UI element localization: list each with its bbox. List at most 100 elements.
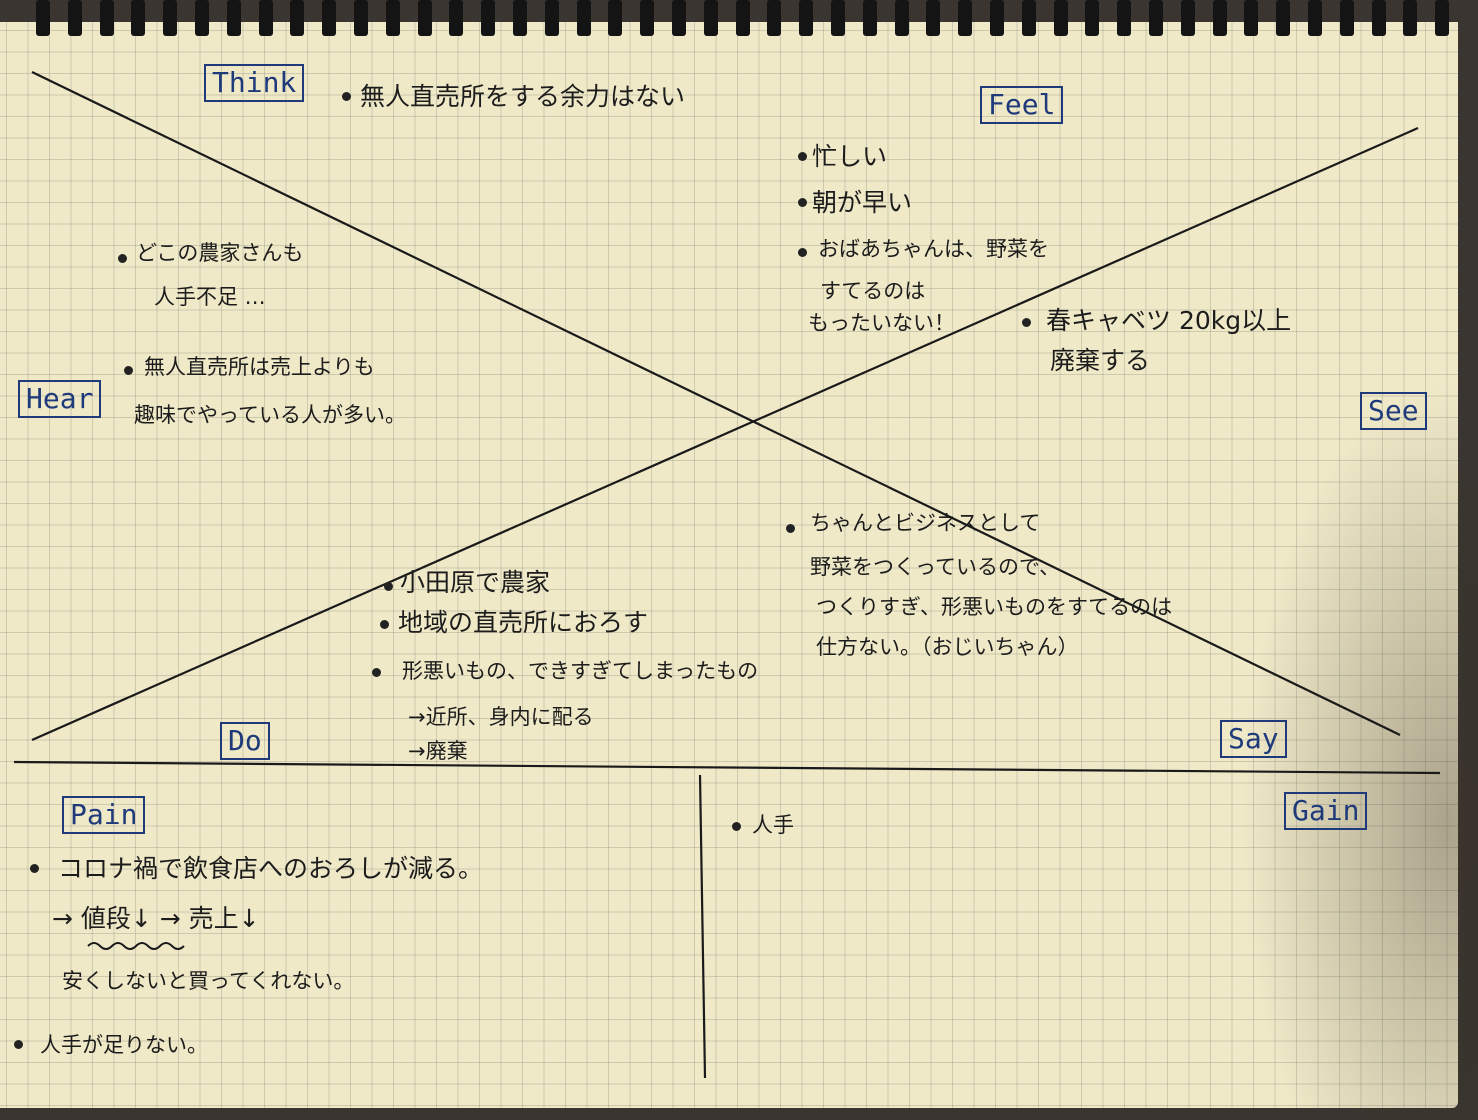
binding-ring bbox=[131, 0, 145, 36]
binding-ring bbox=[1085, 0, 1099, 36]
binding-ring bbox=[799, 0, 813, 36]
binding-ring bbox=[1308, 0, 1322, 36]
binding-ring bbox=[1054, 0, 1068, 36]
binding-ring bbox=[163, 0, 177, 36]
binding-ring bbox=[577, 0, 591, 36]
pain-note-1: コロナ禍で飲食店へのおろしが減る。 bbox=[58, 854, 484, 883]
do-note-1: 小田原で農家 bbox=[400, 568, 551, 597]
label-pain: Pain bbox=[62, 796, 146, 834]
binding-ring bbox=[736, 0, 750, 36]
binding-ring bbox=[895, 0, 909, 36]
binding-ring bbox=[481, 0, 495, 36]
binding-ring bbox=[640, 0, 654, 36]
shadow bbox=[1240, 380, 1478, 1120]
binding-ring bbox=[767, 0, 781, 36]
bullet bbox=[380, 620, 389, 629]
bullet bbox=[1022, 318, 1031, 327]
binding-ring bbox=[990, 0, 1004, 36]
binding-ring bbox=[863, 0, 877, 36]
see-note-1-line-1: 春キャベツ 20kg以上 bbox=[1046, 306, 1292, 335]
say-note-line-2: 野菜をつくっているので、 bbox=[810, 555, 1061, 579]
feel-note-3-line-1: おばあちゃんは、野菜を bbox=[818, 237, 1049, 261]
label-say: Say bbox=[1220, 720, 1287, 758]
binding-ring bbox=[608, 0, 622, 36]
bullet bbox=[14, 1040, 23, 1049]
hear-note-2-line-1: 無人直売所は売上よりも bbox=[144, 355, 375, 379]
hear-note-2-line-2: 趣味でやっている人が多い。 bbox=[134, 403, 406, 427]
binding-ring bbox=[513, 0, 527, 36]
do-note-3-sub-2: →廃棄 bbox=[408, 739, 468, 763]
pain-note-2: 人手が足りない。 bbox=[40, 1033, 208, 1057]
do-note-3: 形悪いもの、できすぎてしまったもの bbox=[402, 659, 759, 683]
binding-ring bbox=[322, 0, 336, 36]
binding-ring bbox=[704, 0, 718, 36]
bullet bbox=[798, 152, 807, 161]
binding-ring bbox=[449, 0, 463, 36]
bullet bbox=[372, 668, 381, 677]
bullet bbox=[798, 248, 807, 257]
feel-note-3-line-3: もったいない！ bbox=[808, 311, 955, 335]
binding-ring bbox=[290, 0, 304, 36]
binding-ring bbox=[545, 0, 559, 36]
label-see: See bbox=[1360, 392, 1427, 430]
label-hear: Hear bbox=[18, 380, 102, 418]
spiral-binding bbox=[0, 0, 1478, 40]
vertical-divider bbox=[698, 774, 707, 1079]
binding-ring bbox=[354, 0, 368, 36]
binding-ring bbox=[386, 0, 400, 36]
bullet bbox=[342, 92, 351, 101]
feel-note-1: 忙しい bbox=[812, 142, 888, 171]
binding-ring bbox=[1340, 0, 1354, 36]
bullet bbox=[118, 254, 127, 263]
label-think: Think bbox=[204, 64, 305, 102]
binding-ring bbox=[672, 0, 686, 36]
binding-ring bbox=[831, 0, 845, 36]
binding-ring bbox=[68, 0, 82, 36]
pain-note-1-sub-1: → 値段↓ → 売上↓ bbox=[52, 904, 260, 933]
feel-note-2: 朝が早い bbox=[812, 188, 913, 217]
label-gain: Gain bbox=[1284, 792, 1368, 830]
binding-ring bbox=[926, 0, 940, 36]
binding-ring bbox=[1435, 0, 1449, 36]
binding-ring bbox=[227, 0, 241, 36]
squiggle-underline bbox=[87, 942, 185, 950]
binding-ring bbox=[1403, 0, 1417, 36]
diagonal-line-right-to-left bbox=[31, 126, 1419, 742]
do-note-3-sub-1: →近所、身内に配る bbox=[408, 705, 594, 729]
grid-paper bbox=[0, 22, 1458, 1108]
say-note-line-1: ちゃんとビジネスとして bbox=[810, 511, 1041, 535]
binding-ring bbox=[1181, 0, 1195, 36]
bullet bbox=[732, 822, 741, 831]
binding-ring bbox=[958, 0, 972, 36]
see-note-1-line-2: 廃棄する bbox=[1050, 346, 1151, 375]
binding-ring bbox=[1022, 0, 1036, 36]
binding-ring bbox=[418, 0, 432, 36]
binding-ring bbox=[1372, 0, 1386, 36]
gain-note-1: 人手 bbox=[752, 813, 794, 837]
bullet bbox=[30, 864, 39, 873]
label-feel: Feel bbox=[980, 86, 1064, 124]
bullet bbox=[124, 366, 133, 375]
binding-ring bbox=[1117, 0, 1131, 36]
horizontal-divider bbox=[13, 760, 1441, 775]
feel-note-3-line-2: すてるのは bbox=[820, 279, 926, 303]
say-note-line-4: 仕方ない。（おじいちゃん） bbox=[816, 635, 1079, 659]
label-do: Do bbox=[220, 722, 270, 760]
bullet bbox=[384, 582, 393, 591]
hear-note-1-line-2: 人手不足 … bbox=[154, 285, 266, 309]
binding-ring bbox=[36, 0, 50, 36]
binding-ring bbox=[100, 0, 114, 36]
hear-note-1-line-1: どこの農家さんも bbox=[136, 241, 304, 265]
binding-ring bbox=[1149, 0, 1163, 36]
bullet bbox=[786, 524, 795, 533]
diagonal-line-left-to-right bbox=[31, 71, 1401, 736]
binding-ring bbox=[195, 0, 209, 36]
binding-ring bbox=[1276, 0, 1290, 36]
do-note-2: 地域の直売所におろす bbox=[398, 608, 649, 637]
think-note-1: 無人直売所をする余力はない bbox=[360, 82, 686, 111]
say-note-line-3: つくりすぎ、形悪いものをすてるのは bbox=[816, 595, 1173, 619]
pain-note-1-sub-2: 安くしないと買ってくれない。 bbox=[62, 969, 355, 993]
binding-ring bbox=[1244, 0, 1258, 36]
